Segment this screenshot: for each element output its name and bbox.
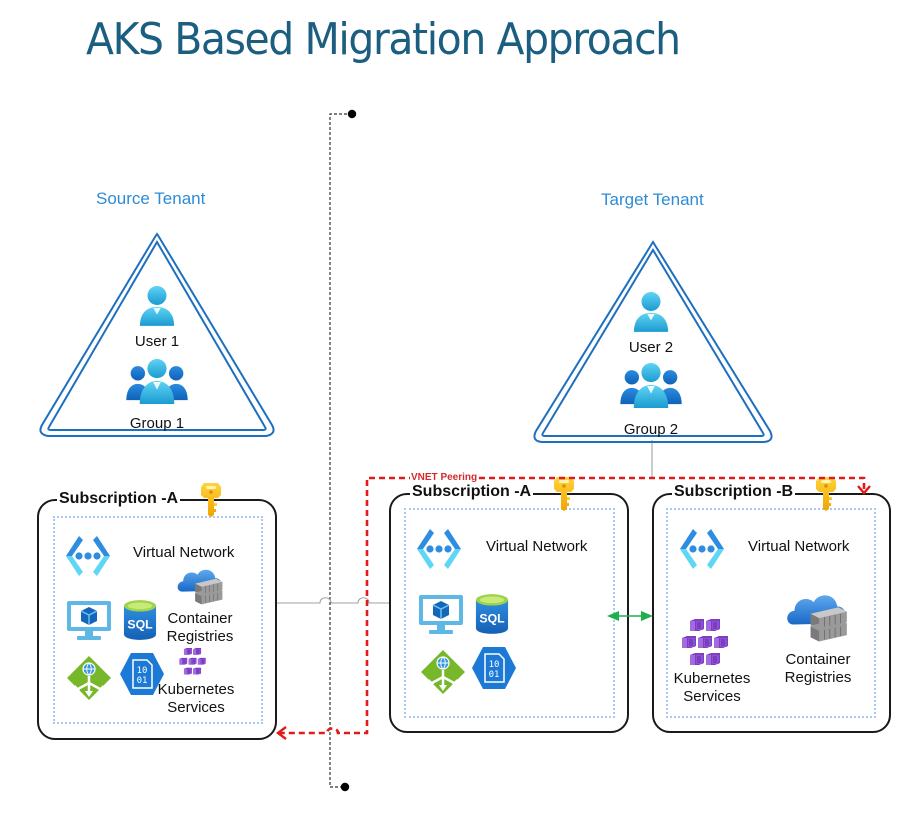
target-b-aks-label-line1: Kubernetes (673, 670, 751, 687)
subscription-bidirectional-link (607, 611, 653, 621)
source-aks-label-line2: Services (167, 699, 225, 716)
source-user-label: User 1 (134, 333, 180, 350)
source-tenant-triangle (39, 232, 275, 437)
target-b-acr-label-line1: Container (785, 651, 851, 668)
target-b-acr-label-line2: Registries (784, 669, 852, 686)
source-subscription-a-title: Subscription -A (57, 490, 181, 508)
cross-tenant-link-line (276, 597, 425, 604)
target-tenant-triangle (533, 240, 773, 443)
target-subscription-a-title: Subscription -A (410, 483, 534, 501)
tenant-divider (329, 109, 357, 792)
diagram-title: AKS Based Migration Approach (86, 14, 681, 65)
arrow-head-down (857, 485, 871, 495)
source-aks-label: Kubernetes Services (155, 681, 237, 717)
source-tenant-label: Source Tenant (96, 189, 206, 208)
divider-top-endpoint (347, 109, 357, 119)
source-group-label: Group 1 (129, 415, 185, 432)
target-a-vnet-boundary (404, 508, 615, 718)
vnet-peering-label: VNET Peering (410, 472, 479, 483)
target-a-vnet-label: Virtual Network (486, 538, 588, 555)
target-b-vnet-label: Virtual Network (748, 538, 850, 555)
vnet-peering-path (276, 476, 871, 740)
target-b-aks-label: Kubernetes Services (668, 670, 756, 706)
target-group-label: Group 2 (623, 421, 679, 438)
target-user-label: User 2 (628, 339, 674, 356)
source-aks-label-line1: Kubernetes (157, 681, 235, 698)
target-tenant-label: Target Tenant (601, 190, 704, 209)
target-subscription-b-title: Subscription -B (672, 483, 796, 501)
source-acr-label-line2: Registries (166, 628, 234, 645)
target-b-vnet-boundary (666, 508, 876, 718)
divider-bottom-endpoint (340, 782, 350, 792)
source-acr-label-line1: Container (167, 610, 233, 627)
source-vnet-boundary (53, 516, 263, 724)
source-acr-label: Container Registries (160, 610, 240, 646)
target-b-acr-label: Container Registries (776, 651, 860, 687)
arrow-head-left (276, 726, 287, 740)
target-b-aks-label-line2: Services (683, 688, 741, 705)
source-vnet-label: Virtual Network (133, 544, 235, 561)
